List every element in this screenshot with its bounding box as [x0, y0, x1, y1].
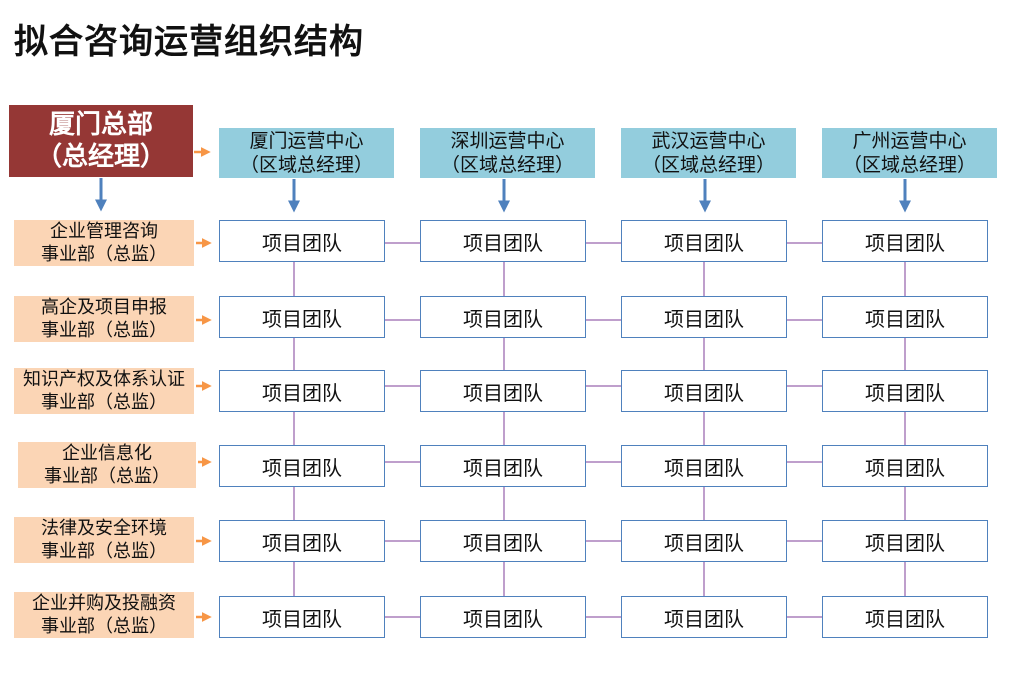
center-name: 武汉运营中心	[651, 130, 766, 152]
project-team-box: 项目团队	[420, 296, 586, 338]
project-team-box: 项目团队	[822, 296, 988, 338]
project-team-box: 项目团队	[219, 445, 385, 487]
project-team-box: 项目团队	[420, 520, 586, 562]
department-box: 法律及安全环境 事业部（总监）	[14, 517, 194, 563]
center-role: （区域总经理）	[239, 154, 373, 176]
center-role: （区域总经理）	[641, 154, 775, 176]
project-team-box: 项目团队	[219, 370, 385, 412]
center-role: （区域总经理）	[440, 154, 574, 176]
department-name: 企业管理咨询	[50, 221, 158, 242]
center-box-shenzhen: 深圳运营中心 （区域总经理）	[420, 128, 595, 178]
headquarters-box: 厦门总部 （总经理）	[9, 105, 193, 177]
horizontal-connectors	[385, 242, 822, 618]
department-box: 知识产权及体系认证 事业部（总监）	[14, 368, 194, 414]
department-name: 企业信息化	[62, 443, 152, 464]
department-box: 高企及项目申报 事业部（总监）	[14, 296, 194, 342]
center-role: （区域总经理）	[842, 154, 976, 176]
department-name: 企业并购及投融资	[32, 593, 176, 614]
project-team-box: 项目团队	[219, 596, 385, 638]
project-team-box: 项目团队	[621, 220, 787, 262]
project-team-box: 项目团队	[822, 596, 988, 638]
project-team-box: 项目团队	[420, 220, 586, 262]
department-name: 知识产权及体系认证	[23, 369, 185, 390]
department-role: 事业部（总监）	[41, 392, 167, 413]
project-team-box: 项目团队	[219, 296, 385, 338]
project-team-box: 项目团队	[420, 596, 586, 638]
project-team-box: 项目团队	[822, 220, 988, 262]
project-team-box: 项目团队	[219, 520, 385, 562]
center-name: 深圳运营中心	[450, 130, 565, 152]
vertical-connectors	[293, 262, 906, 596]
department-role: 事业部（总监）	[41, 320, 167, 341]
department-box: 企业管理咨询 事业部（总监）	[14, 220, 194, 266]
department-box: 企业并购及投融资 事业部（总监）	[14, 592, 194, 638]
project-team-box: 项目团队	[621, 370, 787, 412]
project-team-box: 项目团队	[822, 370, 988, 412]
page-title: 拟合咨询运营组织结构	[14, 22, 364, 62]
department-role: 事业部（总监）	[44, 466, 170, 487]
project-team-box: 项目团队	[621, 520, 787, 562]
headquarters-name: 厦门总部	[48, 110, 153, 140]
headquarters-role: （总经理）	[35, 142, 166, 172]
project-team-box: 项目团队	[420, 445, 586, 487]
department-name: 高企及项目申报	[41, 297, 167, 318]
project-team-box: 项目团队	[621, 596, 787, 638]
department-name: 法律及安全环境	[41, 518, 167, 539]
project-team-box: 项目团队	[822, 520, 988, 562]
center-box-xiamen: 厦门运营中心 （区域总经理）	[219, 128, 394, 178]
center-name: 广州运营中心	[852, 130, 967, 152]
department-role: 事业部（总监）	[41, 541, 167, 562]
blue-down-arrows	[95, 178, 911, 213]
department-box: 企业信息化 事业部（总监）	[18, 442, 196, 488]
project-team-box: 项目团队	[420, 370, 586, 412]
center-name: 厦门运营中心	[249, 130, 364, 152]
project-team-box: 项目团队	[621, 296, 787, 338]
department-role: 事业部（总监）	[41, 244, 167, 265]
center-box-guangzhou: 广州运营中心 （区域总经理）	[822, 128, 997, 178]
project-team-box: 项目团队	[822, 445, 988, 487]
project-team-box: 项目团队	[219, 220, 385, 262]
center-box-wuhan: 武汉运营中心 （区域总经理）	[621, 128, 796, 178]
orange-right-arrows	[194, 147, 212, 622]
project-team-box: 项目团队	[621, 445, 787, 487]
department-role: 事业部（总监）	[41, 616, 167, 637]
